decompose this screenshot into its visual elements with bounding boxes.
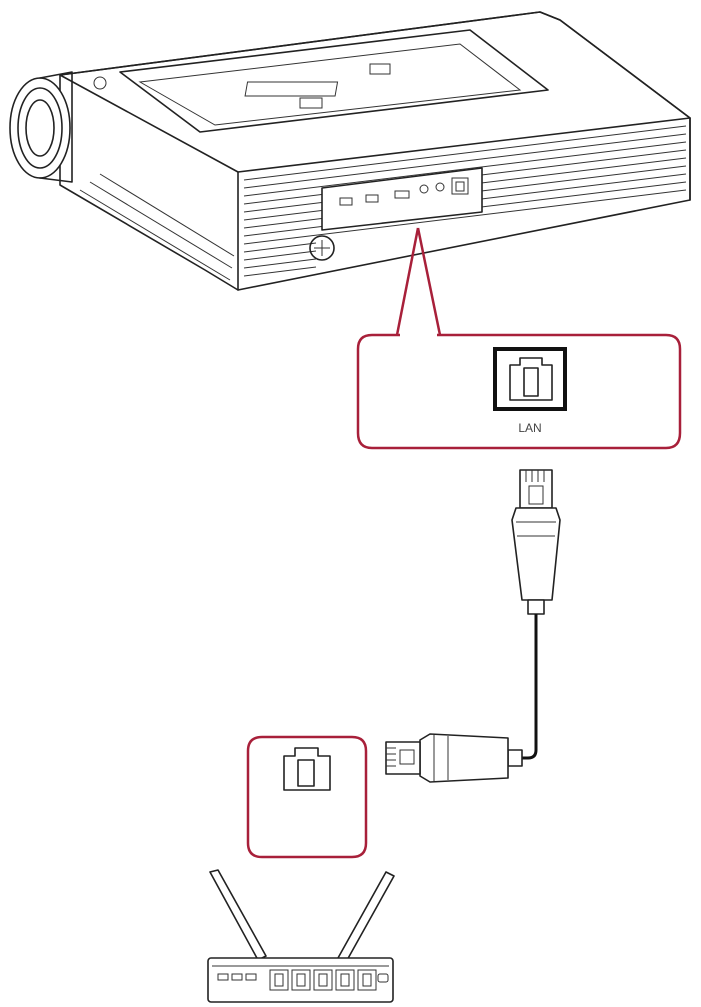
ethernet-port-icon [493,347,567,411]
router-ethernet-port-icon [283,747,331,791]
ethernet-cable-icon [385,469,561,783]
lan-port-label: LAN [518,421,541,435]
projector-icon [9,11,691,291]
router-icon [207,869,395,1003]
router-port-callout [246,735,368,859]
projector-io-panel [321,167,483,231]
lan-port-callout: LAN [356,227,682,450]
router-ports [269,969,377,991]
projector-lens [9,71,73,183]
